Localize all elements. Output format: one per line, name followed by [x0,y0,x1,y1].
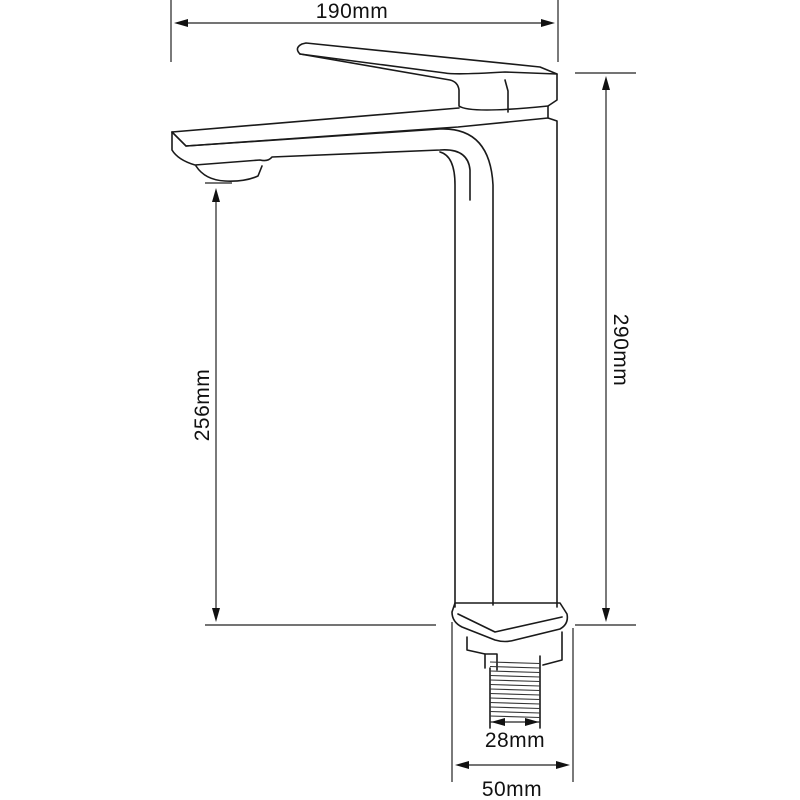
thread-line [489,697,541,701]
dimension-width: 190mm [170,0,559,62]
dimension-thread: 28mm [485,718,545,752]
thread-line [489,710,541,714]
thread-line [489,688,541,692]
thread-line [489,661,541,665]
thread-line [489,679,541,683]
thread-line [489,670,541,674]
dimension-spout-height: 256mm [191,182,436,626]
thread-line [489,706,541,710]
thread-line [489,701,541,705]
thread-line [489,665,541,669]
dimension-total-height: 290mm [575,72,636,626]
thread-line [489,715,541,719]
thread-line [489,683,541,687]
thread-line [489,674,541,678]
thread-line [489,692,541,696]
dimension-label-total-height: 290mm [609,314,632,387]
faucet-handle [296,42,558,113]
dimension-label-spout-height: 256mm [191,369,214,442]
dimension-base: 50mm [451,622,574,800]
thread-lines [489,661,541,719]
faucet-spout [171,105,558,608]
dimension-label-thread: 28mm [485,729,545,752]
dimension-label-base: 50mm [482,778,542,800]
dimension-label-width: 190mm [316,0,389,23]
faucet-base [451,602,569,729]
